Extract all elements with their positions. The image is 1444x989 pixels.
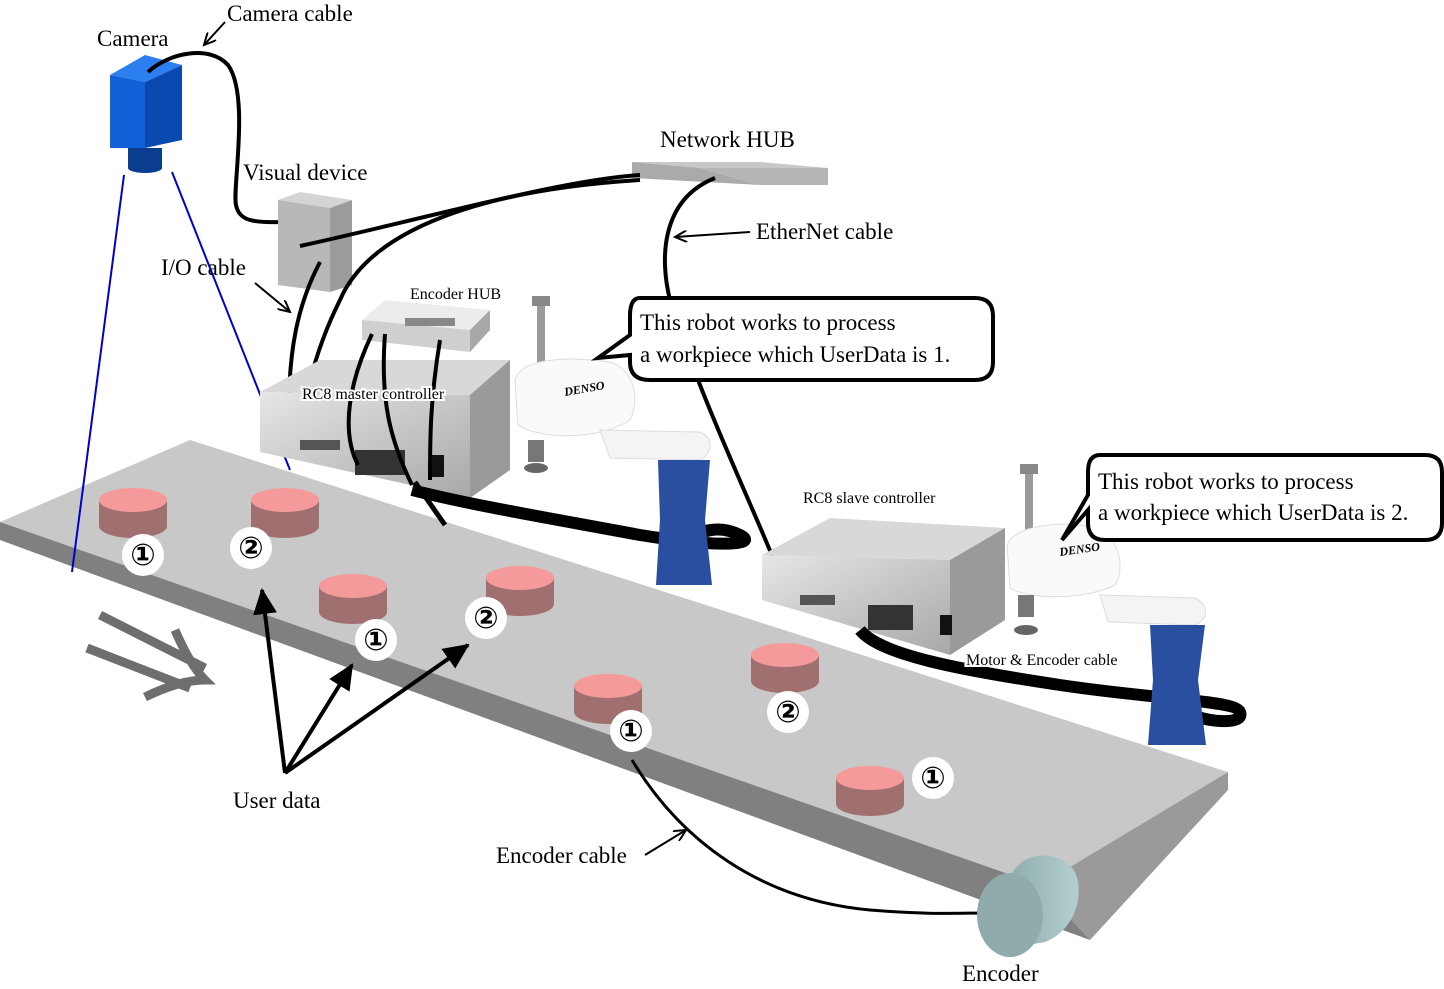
user-data-badge-bg: [230, 527, 272, 569]
callout-robot-1-line1: This robot works to process: [640, 310, 896, 335]
user-data-badge: ①: [363, 624, 388, 657]
user-data-badge: ②: [473, 602, 498, 635]
workpiece-top: [836, 766, 904, 790]
workpiece-top: [251, 488, 319, 512]
encoder-cable-pointer: [644, 830, 686, 856]
camera-cable: [146, 51, 301, 225]
motor-encoder-cable-label: Motor & Encoder cable: [966, 652, 1118, 669]
callout-robot-2-line1: This robot works to process: [1098, 469, 1354, 494]
camera-icon: [110, 55, 182, 173]
workpiece-top: [99, 488, 167, 512]
user-data-badge: ②: [775, 696, 800, 729]
user-data-badge-bg: [465, 597, 507, 639]
user-data-pointers: [253, 588, 470, 775]
network-hub-icon: [632, 162, 828, 185]
encoder-hub-icon: [362, 300, 490, 352]
user-data-badge: ①: [920, 762, 945, 795]
robot-2-brand: DENSO: [1057, 539, 1101, 559]
ethernet-cable-label: EtherNet cable: [756, 219, 893, 244]
visual-device-label: Visual device: [243, 160, 367, 185]
rc8-slave-label: RC8 slave controller: [803, 490, 936, 507]
workpiece: ②: [230, 488, 319, 569]
camera-label: Camera: [97, 26, 169, 51]
workpiece: ①: [319, 574, 397, 661]
user-data-badge-bg: [912, 757, 954, 799]
rc8-master-label: RC8 master controller: [302, 386, 445, 403]
io-cable-pointer: [254, 282, 290, 312]
camera-cable-pointer: [204, 21, 226, 45]
workpiece-top: [574, 674, 642, 698]
user-data-badge-bg: [122, 534, 164, 576]
workpiece: ①: [574, 674, 652, 752]
user-data-badge: ②: [238, 532, 263, 565]
workpiece-top: [751, 643, 819, 667]
user-data-badge: ①: [618, 715, 643, 748]
encoder-cable: [630, 759, 986, 915]
robot-2-icon: DENSO: [1006, 464, 1206, 745]
motor-encoder-cable-robot2: [855, 625, 1247, 728]
workpiece: ②: [751, 643, 819, 733]
ethernet-cable-pointer: [675, 232, 751, 237]
conveyor-edge: [0, 522, 1090, 940]
encoder-icon: [977, 855, 1079, 957]
io-cable-label: I/O cable: [161, 255, 246, 280]
robot-1-icon: DENSO: [514, 296, 712, 585]
user-data-label: User data: [233, 788, 321, 813]
workpiece: ①: [99, 488, 167, 576]
callout-robot-2: This robot works to process a workpiece …: [1060, 453, 1444, 542]
user-data-badge-bg: [355, 619, 397, 661]
encoder-cable-label: Encoder cable: [496, 843, 627, 868]
rc8-slave-controller-icon: [762, 518, 1005, 655]
network-hub-label: Network HUB: [660, 127, 795, 152]
workpiece: ②: [465, 566, 554, 639]
workpiece: ①: [836, 757, 954, 816]
workpiece-top: [319, 574, 387, 598]
callout-robot-1-line2: a workpiece which UserData is 1.: [640, 342, 950, 367]
workpieces: ① ② ① ② ① ② ①: [99, 488, 954, 816]
callout-robot-1: This robot works to process a workpiece …: [590, 296, 995, 382]
user-data-badge: ①: [130, 539, 155, 572]
encoder-hub-label: Encoder HUB: [410, 286, 501, 303]
camera-cable-label: Camera cable: [227, 1, 353, 26]
conveyor-direction-icon: [85, 610, 216, 702]
workpiece-top: [486, 566, 554, 590]
user-data-badge-bg: [610, 710, 652, 752]
user-data-badge-bg: [767, 691, 809, 733]
encoder-label: Encoder: [962, 961, 1039, 986]
callout-robot-2-line2: a workpiece which UserData is 2.: [1098, 500, 1408, 525]
